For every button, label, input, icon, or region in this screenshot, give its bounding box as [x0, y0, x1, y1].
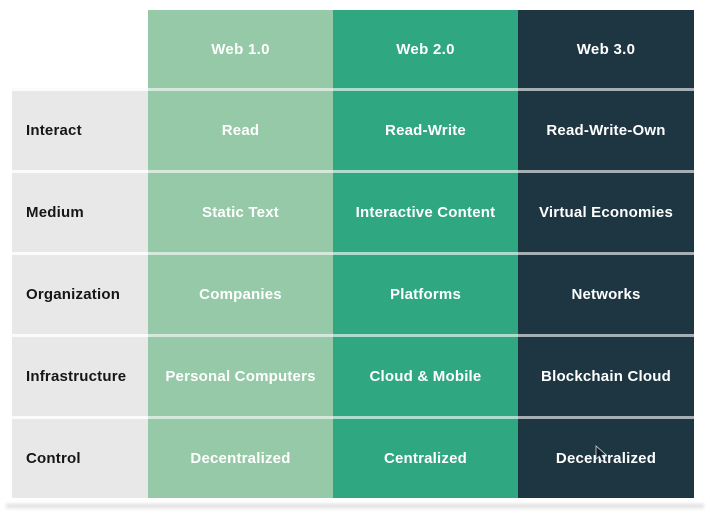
row-header-medium: Medium: [12, 170, 148, 252]
row-header-infrastructure: Infrastructure: [12, 334, 148, 416]
cell-control-web3: Decentralized: [518, 416, 694, 498]
comparison-table: Web 1.0 Web 2.0 Web 3.0 Interact Read Re…: [12, 10, 694, 498]
cell-organization-web1: Companies: [148, 252, 333, 334]
column-header-web1: Web 1.0: [148, 10, 333, 88]
cell-control-web2: Centralized: [333, 416, 518, 498]
cell-interact-web3: Read-Write-Own: [518, 88, 694, 170]
cell-organization-web3: Networks: [518, 252, 694, 334]
table-corner-spacer: [12, 10, 148, 88]
cell-medium-web3: Virtual Economies: [518, 170, 694, 252]
cell-medium-web1: Static Text: [148, 170, 333, 252]
cell-interact-web1: Read: [148, 88, 333, 170]
row-header-control: Control: [12, 416, 148, 498]
cell-organization-web2: Platforms: [333, 252, 518, 334]
cell-infrastructure-web2: Cloud & Mobile: [333, 334, 518, 416]
row-header-interact: Interact: [12, 88, 148, 170]
column-header-web3: Web 3.0: [518, 10, 694, 88]
column-header-web2: Web 2.0: [333, 10, 518, 88]
cell-control-web1: Decentralized: [148, 416, 333, 498]
row-header-organization: Organization: [12, 252, 148, 334]
cell-infrastructure-web3: Blockchain Cloud: [518, 334, 694, 416]
screenshot-bottom-shadow: [6, 504, 704, 509]
cell-medium-web2: Interactive Content: [333, 170, 518, 252]
cell-infrastructure-web1: Personal Computers: [148, 334, 333, 416]
cell-interact-web2: Read-Write: [333, 88, 518, 170]
